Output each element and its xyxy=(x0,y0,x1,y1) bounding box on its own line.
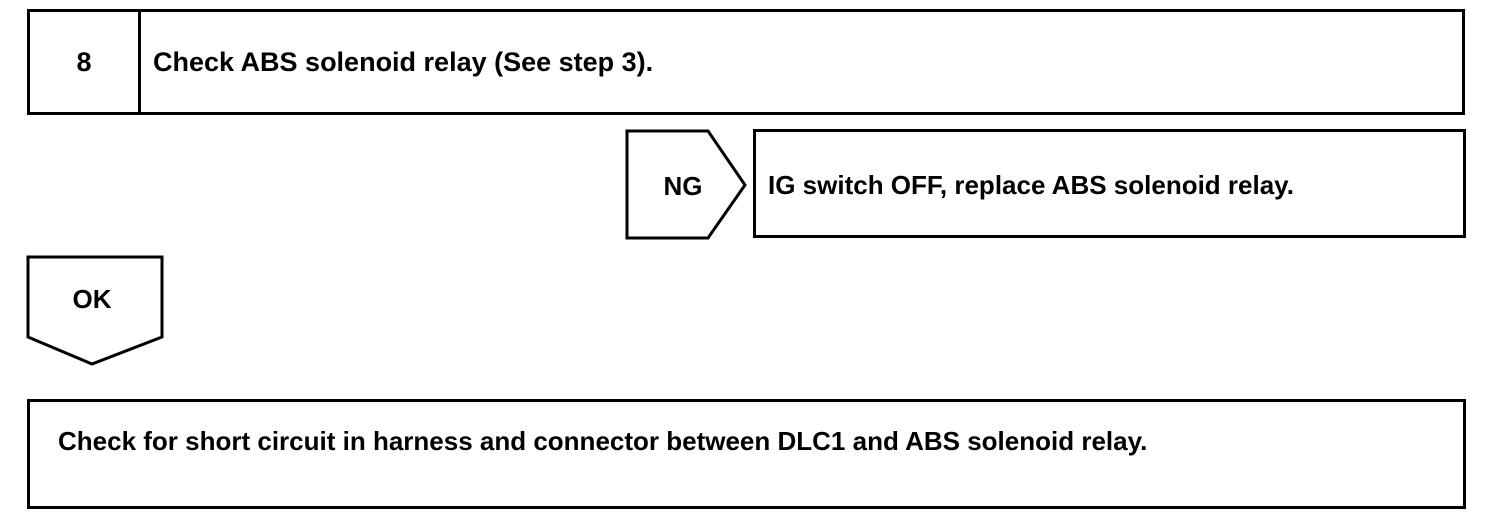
ng-label: NG xyxy=(663,171,703,201)
next-step-text: Check for short circuit in harness and c… xyxy=(58,426,1148,456)
step-box xyxy=(27,9,1465,115)
step-title: Check ABS solenoid relay (See step 3). xyxy=(153,47,654,77)
step-number-divider xyxy=(138,9,141,115)
step-number: 8 xyxy=(76,47,92,77)
ok-label: OK xyxy=(72,284,112,314)
ng-action-text: IG switch OFF, replace ABS solenoid rela… xyxy=(768,170,1294,200)
ng-action-box xyxy=(753,129,1466,238)
next-step-box xyxy=(27,399,1466,509)
